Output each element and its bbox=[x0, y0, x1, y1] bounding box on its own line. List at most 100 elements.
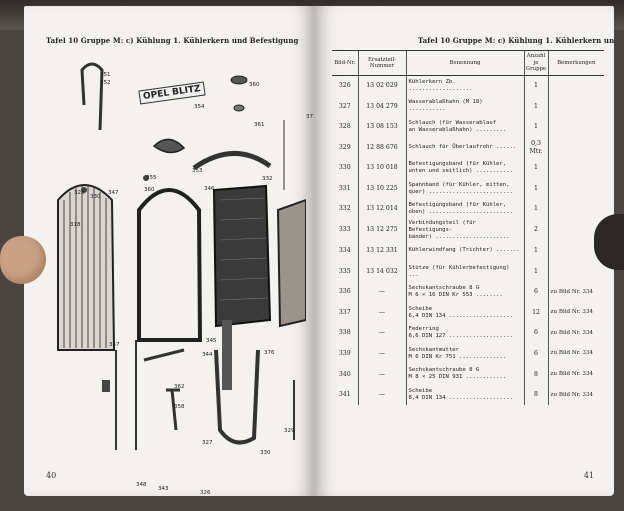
callout-label: 347 bbox=[109, 342, 120, 348]
left-page: Tafel 10 Gruppe M: c) Kühlung 1. Kühlerk… bbox=[24, 6, 314, 496]
callout-label: 347 bbox=[108, 190, 119, 196]
upper-rod-part bbox=[80, 62, 104, 131]
cell-anzahl: 6 bbox=[523, 343, 548, 365]
right-page: Tafel 10 Gruppe M: c) Kühlung 1. Kühlerk… bbox=[314, 6, 614, 496]
cell-bild-nr: 337 bbox=[338, 308, 351, 316]
cell-anzahl: 8 bbox=[523, 384, 548, 406]
cell-benennung: Kühlerkern Zb. ................... bbox=[405, 75, 524, 97]
table-row: 337—Scheibe 6,4 DIN 134 ................… bbox=[332, 302, 604, 323]
callout-label: 360 bbox=[249, 82, 260, 88]
cell-ersatzteil-nummer: — bbox=[357, 302, 406, 323]
cell-ersatzteil-nummer: 13 02 029 bbox=[357, 75, 406, 97]
cell-anzahl: 1 bbox=[523, 178, 548, 200]
cell-ersatzteil-nummer: 13 14 032 bbox=[357, 261, 406, 282]
callout-label: 355 bbox=[146, 175, 157, 181]
cell-benennung: Scheibe 8,4 DIN 134 ................... bbox=[405, 384, 524, 406]
callout-label: 346 bbox=[204, 186, 215, 192]
drain-tap-part bbox=[166, 388, 180, 431]
parts-table: Bild-Nr. Ersatzteil-Nummer Benennung Anz… bbox=[332, 50, 604, 406]
cell-benennung: Sechskantschraube 8 G M 8 × 25 DIN 931 .… bbox=[405, 364, 524, 385]
cell-benennung: Verbindungsteil (für Befestigungs- bände… bbox=[405, 219, 524, 241]
cell-bemerkung bbox=[547, 199, 604, 220]
cell-ersatzteil-nummer: 13 10 225 bbox=[357, 178, 406, 200]
cell-bemerkung bbox=[547, 261, 604, 282]
cell-bild-nr: 333 bbox=[338, 226, 351, 234]
cell-ersatzteil-nummer: 13 10 018 bbox=[357, 157, 406, 179]
exploded-parts-diagram: OPEL BLITZ 35135235436036137335334633235… bbox=[44, 50, 314, 496]
cell-benennung: Schlauch (für Wasserablauf an Wasserabla… bbox=[405, 116, 524, 138]
radiator-grille-part bbox=[57, 184, 116, 351]
cell-bemerkung: zu Bild Nr. 334 bbox=[547, 364, 604, 385]
callout-label: 328 bbox=[74, 190, 85, 196]
cell-ersatzteil-nummer: 13 04 279 bbox=[357, 96, 406, 117]
column-header-benennung: Benennung bbox=[405, 50, 524, 76]
cell-bemerkung bbox=[547, 75, 604, 97]
callout-label: 358 bbox=[174, 404, 185, 410]
callout-label: 376 bbox=[264, 350, 275, 356]
column-header-bild: Bild-Nr. bbox=[332, 50, 358, 76]
cell-bild-nr: 340 bbox=[338, 370, 351, 378]
cell-bild-nr: 326 bbox=[338, 82, 351, 90]
hose-part bbox=[143, 348, 185, 362]
cell-anzahl: 8 bbox=[523, 364, 548, 385]
callout-label: 354 bbox=[194, 104, 205, 110]
left-page-number: 40 bbox=[46, 471, 57, 480]
cell-anzahl: 1 bbox=[523, 199, 548, 220]
column-header-anzahl: Anzahl je Gruppe bbox=[523, 50, 548, 76]
cell-bild-nr: 330 bbox=[338, 164, 351, 172]
cell-anzahl: 1 bbox=[523, 261, 548, 282]
cell-ersatzteil-nummer: — bbox=[357, 281, 406, 303]
cell-anzahl: 1 bbox=[523, 116, 548, 138]
cell-anzahl: 6 bbox=[523, 322, 548, 344]
cell-anzahl: 1 bbox=[523, 96, 548, 117]
callout-label: 330 bbox=[90, 194, 101, 200]
cell-benennung: Befestigungsband (für Kühler, unten und … bbox=[405, 157, 524, 179]
table-header-row: Bild-Nr. Ersatzteil-Nummer Benennung Anz… bbox=[332, 50, 604, 76]
cell-bemerkung bbox=[547, 96, 604, 117]
table-row: 339—Sechskantmutter M 6 DIN Kr 751 .....… bbox=[332, 343, 604, 365]
cell-bemerkung bbox=[547, 137, 604, 158]
cell-ersatzteil-nummer: — bbox=[357, 364, 406, 385]
diagram-drawing bbox=[57, 62, 307, 450]
cell-bild-nr: 338 bbox=[338, 329, 351, 337]
callout-label: 330 bbox=[260, 450, 271, 456]
open-book: Tafel 10 Gruppe M: c) Kühlung 1. Kühlerk… bbox=[14, 6, 614, 502]
cell-bemerkung: zu Bild Nr. 334 bbox=[547, 322, 604, 344]
cell-benennung: Schlauch für Überlaufrohr ...... bbox=[405, 137, 524, 158]
callout-label: 332 bbox=[262, 176, 273, 182]
cell-ersatzteil-nummer: — bbox=[357, 384, 406, 406]
left-page-header: Tafel 10 Gruppe M: c) Kühlung 1. Kühlerk… bbox=[46, 36, 299, 45]
cell-bild-nr: 327 bbox=[338, 102, 351, 110]
cell-bild-nr: 332 bbox=[338, 205, 351, 213]
cell-benennung: Befestigungsband (für Kühler, oben) ....… bbox=[405, 199, 524, 220]
nut-part bbox=[81, 187, 87, 193]
table-row: 341—Scheibe 8,4 DIN 134 ................… bbox=[332, 384, 604, 406]
cell-bemerkung: zu Bild Nr. 334 bbox=[547, 281, 604, 303]
table-row: 336—Sechskantschraube 8 G M 6 × 16 DIN K… bbox=[332, 281, 604, 303]
cell-bild-nr: 334 bbox=[338, 247, 351, 255]
cell-benennung: Sechskantschraube 8 G M 6 × 16 DIN Kr 55… bbox=[405, 281, 524, 303]
radiator-cap-part bbox=[230, 75, 248, 85]
cell-benennung: Spannband (für Kühler, mitten, quer) ...… bbox=[405, 178, 524, 200]
cell-benennung: Federring 6,6 DIN 127 ..................… bbox=[405, 322, 524, 344]
emblem-part bbox=[152, 138, 186, 154]
column-header-ersatzteil: Ersatzteil-Nummer bbox=[357, 50, 406, 76]
top-band-part bbox=[192, 151, 272, 171]
callout-label: 326 bbox=[200, 490, 211, 496]
callout-label: 327 bbox=[202, 440, 213, 446]
bracket-part bbox=[222, 320, 232, 390]
callout-label: 351 bbox=[100, 72, 111, 78]
callout-label: 361 bbox=[254, 122, 265, 128]
cell-ersatzteil-nummer: — bbox=[357, 322, 406, 344]
cell-bemerkung bbox=[547, 157, 604, 179]
cell-benennung: Sechskantmutter M 6 DIN Kr 751 .........… bbox=[405, 343, 524, 365]
screw-part bbox=[143, 175, 149, 181]
cell-bemerkung bbox=[547, 219, 604, 241]
table-row: 338 —Federring 6,6 DIN 127 ..............… bbox=[332, 322, 604, 344]
